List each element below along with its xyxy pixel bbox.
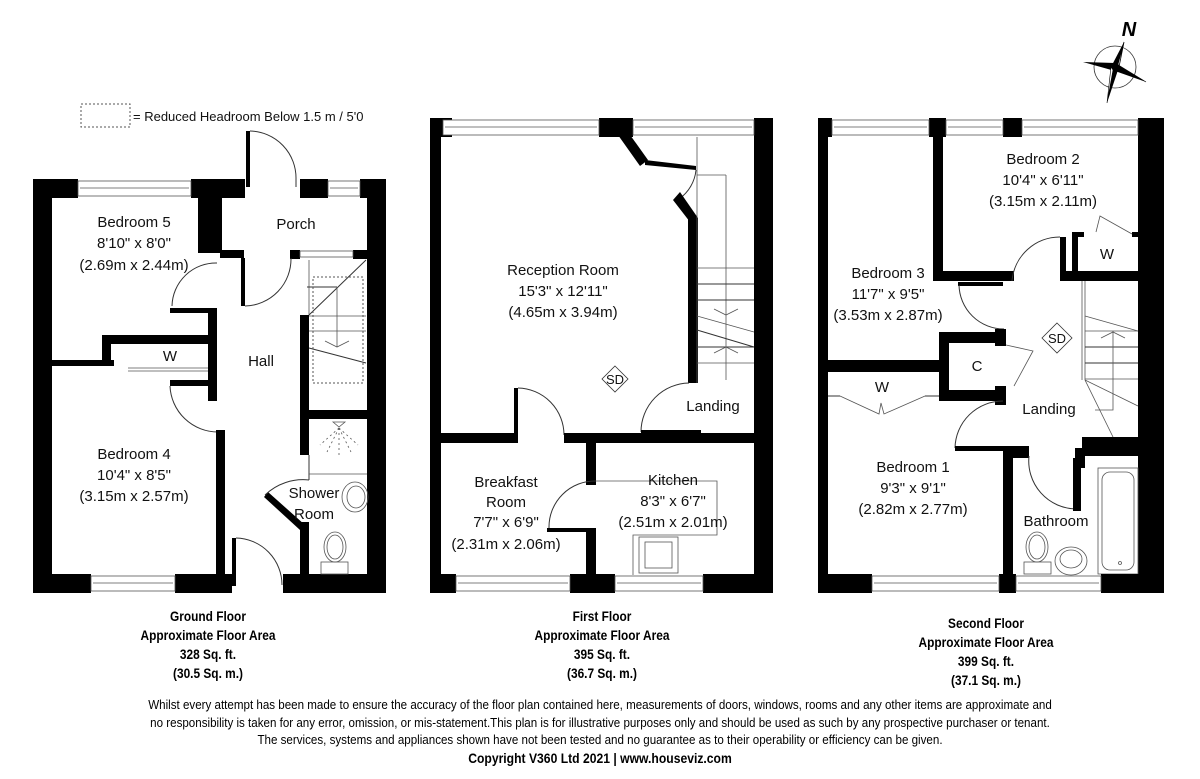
- room-label-bathroom: Bathroom: [1023, 513, 1088, 530]
- room-dims-metric: (2.69m x 2.44m): [79, 257, 188, 274]
- room-label-hall: Hall: [248, 353, 274, 370]
- room-label-landing-2: Landing: [1022, 401, 1075, 418]
- room-label-shower-room-2: Room: [294, 506, 334, 523]
- room-dims-imperial: 11'7" x 9'5": [852, 286, 925, 303]
- first-floor-summary: First Floor Approximate Floor Area 395 S…: [514, 607, 690, 683]
- room-dims-metric: (2.31m x 2.06m): [451, 536, 560, 553]
- second-floor-plan: W C W: [818, 118, 1164, 593]
- second-floor-summary: Second Floor Approximate Floor Area 399 …: [898, 614, 1074, 690]
- shower-head-icon: [319, 421, 359, 456]
- disclaimer-line: no responsibility is taken for any error…: [150, 715, 1050, 730]
- room-label-shower-room: Shower: [289, 485, 340, 502]
- room-label-reception-room: Reception Room: [507, 262, 619, 279]
- disclaimer-line: Whilst every attempt has been made to en…: [148, 698, 1052, 712]
- room-label-bedroom-3: Bedroom 3: [851, 265, 924, 282]
- area-sq-ft: 399 Sq. ft.: [957, 654, 1015, 669]
- room-dims-metric: (2.51m x 2.01m): [618, 514, 727, 531]
- room-dims-imperial: 8'10" x 8'0": [97, 235, 171, 252]
- room-dims-metric: (2.82m x 2.77m): [858, 501, 967, 518]
- svg-text:SD: SD: [606, 372, 624, 387]
- area-sq-m: (37.1 Sq. m.): [951, 673, 1021, 688]
- first-floor-plan: SD Reception Room 15'3" x 12'11" (4.65m …: [430, 118, 773, 593]
- north-label: N: [1122, 19, 1137, 41]
- area-label: Approximate Floor Area: [918, 635, 1054, 650]
- floor-name: Second Floor: [948, 616, 1024, 631]
- area-label: Approximate Floor Area: [140, 628, 276, 643]
- room-label-porch: Porch: [276, 216, 315, 233]
- legend: = Reduced Headroom Below 1.5 m / 5'0: [80, 103, 363, 128]
- svg-text:SD: SD: [1048, 331, 1066, 346]
- disclaimer: Whilst every attempt has been made to en…: [66, 697, 1133, 750]
- copyright: Copyright V360 Ltd 2021 | www.houseviz.c…: [468, 751, 732, 766]
- washbasin-icon: [341, 481, 369, 513]
- room-label-bedroom-1: Bedroom 1: [876, 459, 949, 476]
- room-dims-metric: (3.15m x 2.11m): [989, 193, 1097, 210]
- room-dims-imperial: 8'3" x 6'7": [640, 493, 706, 510]
- floor-name: Ground Floor: [170, 609, 246, 624]
- legend-text: = Reduced Headroom Below 1.5 m / 5'0: [133, 109, 363, 124]
- area-sq-ft: 395 Sq. ft.: [573, 647, 631, 662]
- room-label-wardrobe: W: [163, 348, 178, 365]
- bathtub-icon: [1097, 467, 1139, 575]
- area-sq-m: (36.7 Sq. m.): [567, 666, 637, 681]
- compass-rose-icon: N: [1083, 19, 1147, 104]
- room-label-wardrobe-2: W: [1100, 246, 1115, 263]
- room-label-wardrobe-3: W: [875, 379, 890, 396]
- toilet-icon: [320, 531, 349, 575]
- toilet-icon-2: [1023, 531, 1052, 575]
- area-sq-ft: 328 Sq. ft.: [179, 647, 237, 662]
- room-label-breakfast-room-2: Room: [486, 494, 526, 511]
- room-label-bedroom-4: Bedroom 4: [97, 446, 170, 463]
- ground-floor-summary: Ground Floor Approximate Floor Area 328 …: [120, 607, 296, 683]
- room-label-kitchen: Kitchen: [648, 472, 698, 489]
- room-dims-imperial: 9'3" x 9'1": [880, 480, 946, 497]
- room-label-landing: Landing: [686, 398, 739, 415]
- room-dims-metric: (3.53m x 2.87m): [833, 307, 942, 324]
- area-label: Approximate Floor Area: [534, 628, 670, 643]
- room-dims-metric: (4.65m x 3.94m): [508, 304, 617, 321]
- smoke-detector-icon-2: SD: [1041, 322, 1073, 354]
- floor-name: First Floor: [572, 609, 632, 624]
- smoke-detector-icon: SD: [601, 365, 629, 393]
- room-label-bedroom-2: Bedroom 2: [1006, 151, 1079, 168]
- room-dims-imperial: 10'4" x 6'11": [1002, 172, 1083, 189]
- washbasin-icon-2: [1054, 546, 1088, 576]
- ground-floor-plan: W: [33, 130, 386, 593]
- kitchen-appliance-icon: [638, 536, 679, 574]
- area-sq-m: (30.5 Sq. m.): [173, 666, 243, 681]
- room-label-bedroom-5: Bedroom 5: [97, 214, 170, 231]
- room-dims-imperial: 10'4" x 8'5": [97, 467, 171, 484]
- reduced-headroom-swatch: [80, 103, 131, 128]
- disclaimer-line: The services, systems and appliances sho…: [257, 733, 943, 747]
- room-dims-imperial: 15'3" x 12'11": [518, 283, 608, 300]
- room-label-breakfast-room: Breakfast: [474, 474, 538, 491]
- room-dims-metric: (3.15m x 2.57m): [79, 488, 188, 505]
- room-dims-imperial: 7'7" x 6'9": [473, 514, 539, 531]
- room-label-cupboard: C: [972, 358, 983, 375]
